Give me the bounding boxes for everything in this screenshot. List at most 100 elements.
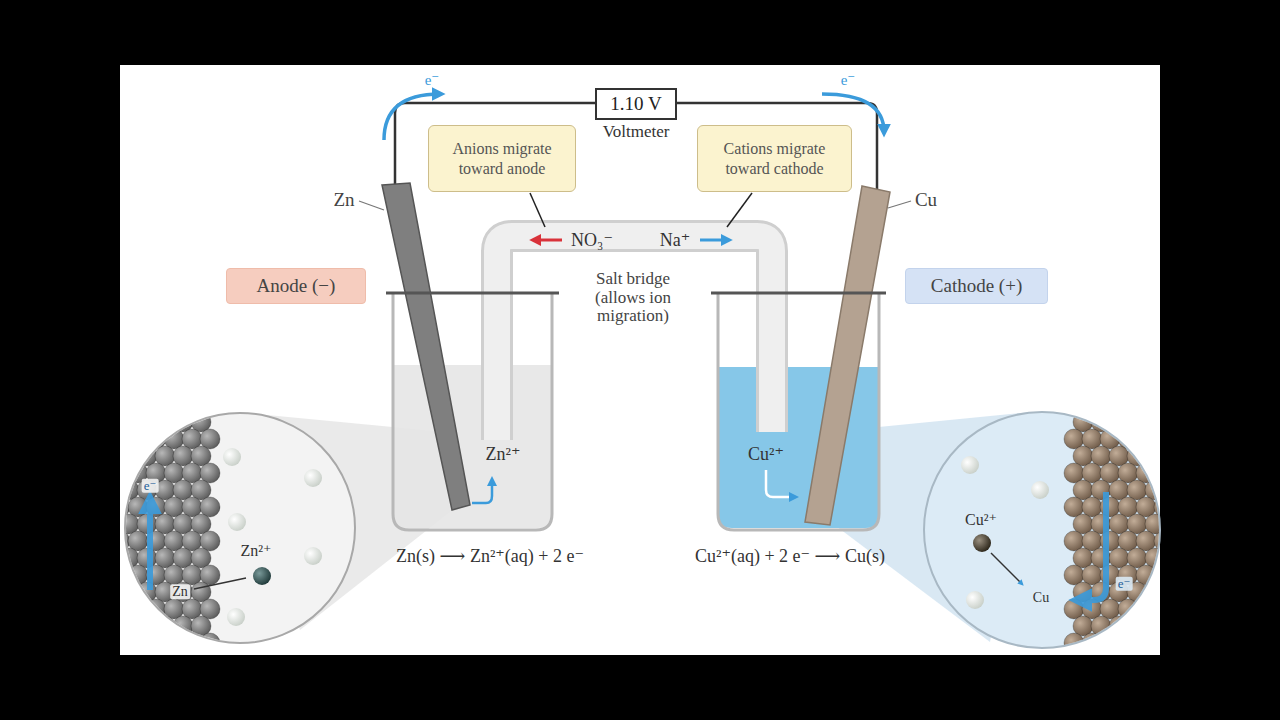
atom: [1154, 565, 1174, 585]
leader-line: [727, 193, 752, 227]
atom: [1136, 599, 1156, 619]
node-text: Anions migrate toward anode: [437, 139, 567, 177]
ions: [961, 456, 1049, 609]
atom: [146, 633, 166, 653]
copper-electrode: [805, 186, 890, 525]
atom: [128, 633, 148, 653]
electrode-tag: Anode (−): [226, 268, 366, 304]
atom: [200, 633, 220, 653]
atom: [173, 616, 193, 636]
beaker-rim: [711, 292, 886, 295]
anion-arrow: [534, 239, 562, 242]
voltmeter-display: 1.10 V: [595, 88, 677, 120]
half-reaction: Cu²⁺(aq) + 2 e⁻ ⟶ Cu(s): [695, 547, 885, 567]
atom: [137, 412, 157, 432]
atom: [164, 633, 184, 653]
atom: [1154, 429, 1174, 449]
salt-bridge-label: Salt bridge (allows ion migration): [574, 270, 692, 326]
zinc-electrode: [382, 183, 470, 510]
ion-path-arrow: [194, 578, 246, 589]
ion-arrow: [472, 480, 492, 503]
atom: [119, 582, 139, 602]
atom: [155, 412, 175, 432]
atom: [128, 395, 148, 415]
ion-label: Cu²⁺: [748, 445, 784, 465]
atom: [1127, 412, 1147, 432]
leader-line: [530, 193, 545, 227]
zinc-solution: [393, 365, 552, 528]
atom: [1082, 633, 1102, 653]
atom: [128, 429, 148, 449]
atom: [1136, 429, 1156, 449]
atom: [1118, 633, 1138, 653]
salt-bridge-fill: [497, 236, 772, 440]
atom: [1100, 633, 1120, 653]
atom: [200, 395, 220, 415]
atom: [1136, 395, 1156, 415]
atom: [182, 633, 202, 653]
electron-label: e⁻: [841, 72, 856, 89]
ion-label: Cu²⁺: [965, 511, 997, 529]
zinc-inset: [125, 413, 355, 643]
node-text: Anode (−): [257, 275, 336, 298]
atom: [110, 565, 130, 585]
atom: [119, 446, 139, 466]
atom: [110, 633, 130, 653]
atom: [119, 616, 139, 636]
copper-inset: [924, 412, 1160, 648]
atom: [128, 599, 148, 619]
callout-box: Cations migrate toward cathode: [697, 125, 852, 192]
atom: [137, 616, 157, 636]
callout-box: Anions migrate toward anode: [428, 125, 576, 192]
electrode-name: Zn: [333, 190, 354, 211]
atom: [110, 531, 130, 551]
electron-arrow: [147, 500, 153, 590]
voltmeter: 1.10 V Voltmeter: [595, 88, 677, 142]
electron-arrow: [1078, 492, 1106, 600]
atom: [1145, 446, 1165, 466]
electron-label: e⁻: [142, 479, 159, 493]
atom: [1082, 395, 1102, 415]
atom: [1154, 395, 1174, 415]
beaker: [718, 293, 879, 530]
node-text: Cations migrate toward cathode: [706, 139, 843, 177]
atom: [146, 599, 166, 619]
ions: [223, 448, 322, 626]
atom: [1064, 633, 1084, 653]
atom-label: Cu: [1031, 590, 1051, 605]
atom: [155, 616, 175, 636]
atom: [1145, 412, 1165, 432]
atom: [1118, 395, 1138, 415]
beaker: [393, 293, 552, 530]
electron-label: e⁻: [425, 72, 440, 89]
electrode-tag: Cathode (+): [905, 268, 1048, 304]
atom: [1127, 616, 1147, 636]
atom: [164, 395, 184, 415]
ion-path-arrow: [991, 553, 1022, 584]
atom: [1145, 616, 1165, 636]
electrode-name: Cu: [915, 190, 937, 211]
atom: [1154, 633, 1174, 653]
meter-caption: Voltmeter: [595, 122, 677, 142]
atom: [110, 395, 130, 415]
atom: [110, 463, 130, 483]
atom: [1154, 463, 1174, 483]
atom-label: Zn: [170, 584, 190, 599]
ion-label: NO₃⁻: [571, 231, 613, 251]
electron-label: e⁻: [1116, 577, 1133, 591]
atom: [119, 412, 139, 432]
leader-line: [888, 201, 911, 208]
atom: [1154, 599, 1174, 619]
ion-label: Zn²⁺: [486, 445, 521, 465]
cation-arrow: [700, 239, 728, 242]
voltage-reading: 1.10 V: [610, 93, 661, 115]
zinc-atoms: [110, 395, 220, 653]
copper-atoms: [1064, 395, 1174, 653]
ion-arrow: [766, 470, 795, 497]
atom: [146, 395, 166, 415]
leader-line: [359, 201, 384, 210]
ion-label: Na⁺: [660, 231, 691, 251]
atom: [1100, 395, 1120, 415]
atom: [1109, 616, 1129, 636]
